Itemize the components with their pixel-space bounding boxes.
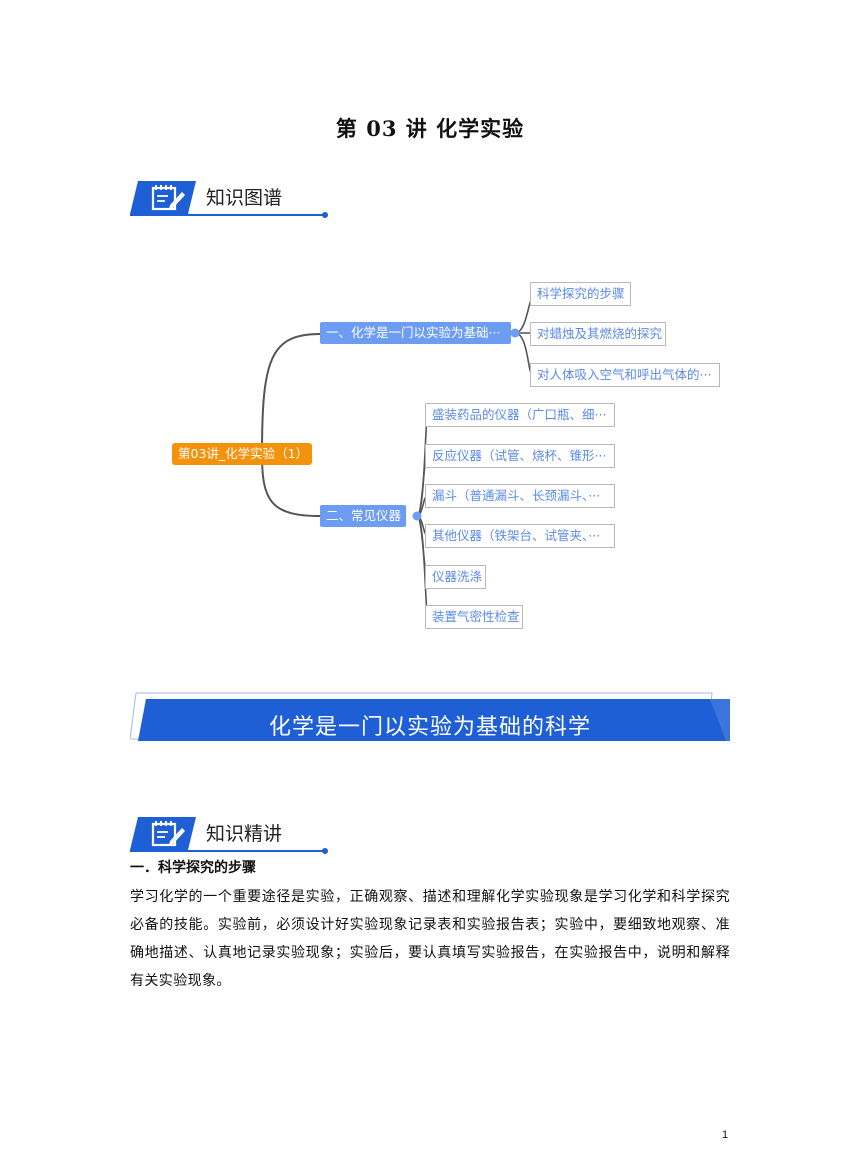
section-header-knowledge-map: 知识图谱 [130,181,330,221]
mindmap-leaf[interactable]: 漏斗（普通漏斗、长颈漏斗、··· [425,484,615,508]
banner-title: 化学是一门以实验为基础的科学 [268,715,591,737]
notepad-pencil-icon [151,185,185,211]
notepad-pencil-icon [151,821,185,847]
section-label: 知识精讲 [206,823,283,845]
mindmap: 第03讲_化学实验（1） 一、化学是一门以实验为基础··· 二、常见仪器 科学探… [172,282,720,629]
mindmap-branch-2[interactable]: 二、常见仪器 [320,505,406,527]
mindmap-leaf[interactable]: 科学探究的步骤 [530,282,631,306]
mindmap-leaf[interactable]: 反应仪器（试管、烧杯、锥形··· [425,444,615,468]
subsection-heading: 一．科学探究的步骤 [130,860,256,876]
mindmap-leaf[interactable]: 盛装药品的仪器（广口瓶、细··· [425,403,615,427]
banner-shape [130,692,730,741]
section-header-lecture: 知识精讲 [130,817,330,857]
section-underline-dot [322,212,328,218]
section-badge [130,181,196,214]
section-badge [130,817,196,850]
page-title: 第 03 讲 化学实验 [335,116,525,141]
section-label: 知识图谱 [206,187,283,209]
mindmap-leaf[interactable]: 对人体吸入空气和呼出气体的··· [530,363,720,387]
mindmap-leaf[interactable]: 装置气密性检查 [425,605,523,629]
page-number: 1 [722,1129,729,1141]
mindmap-leaf[interactable]: 对蜡烛及其燃烧的探究 [530,322,666,346]
mindmap-leaf[interactable]: 其他仪器（铁架台、试管夹、··· [425,524,615,548]
section-underline [130,214,326,216]
section-underline [130,850,326,852]
section-underline-dot [322,848,328,854]
chapter-banner: 化学是一门以实验为基础的科学 [130,691,730,743]
mindmap-root-node[interactable]: 第03讲_化学实验（1） [172,443,312,465]
mindmap-branch-1[interactable]: 一、化学是一门以实验为基础··· [320,322,511,344]
mindmap-leaf[interactable]: 仪器洗涤 [425,565,486,589]
body-paragraph: 学习化学的一个重要途径是实验，正确观察、描述和理解化学实验现象是学习化学和科学探… [130,889,730,989]
